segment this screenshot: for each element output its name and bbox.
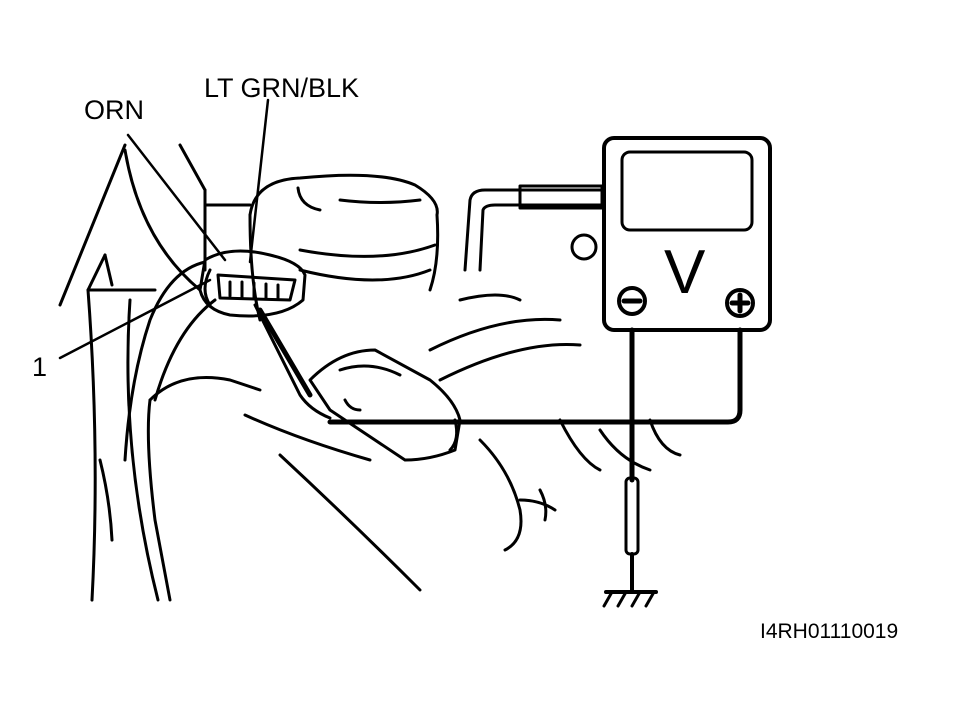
ground-symbol bbox=[602, 590, 658, 608]
callout-leaders bbox=[58, 98, 270, 360]
voltmeter bbox=[602, 136, 772, 332]
part-callout-1: 1 bbox=[32, 352, 48, 382]
positive-test-lead bbox=[327, 327, 743, 425]
negative-test-lead bbox=[624, 327, 640, 592]
minus-circle-icon bbox=[617, 286, 647, 316]
probe-connector bbox=[308, 348, 462, 462]
wire-label-lt-grn-blk: LT GRN/BLK bbox=[204, 73, 360, 103]
throttle-body bbox=[203, 173, 440, 322]
wire-harness bbox=[123, 260, 332, 462]
sensor-connector bbox=[198, 249, 307, 318]
intake-duct bbox=[146, 317, 682, 602]
vacuum-hose bbox=[458, 184, 604, 302]
mounting-bracket bbox=[58, 143, 207, 602]
voltmeter-unit-label: V bbox=[664, 238, 706, 307]
wire-label-orn: ORN bbox=[84, 95, 144, 125]
plus-circle-icon bbox=[725, 288, 755, 318]
figure-reference: I4RH01110019 bbox=[760, 620, 899, 643]
